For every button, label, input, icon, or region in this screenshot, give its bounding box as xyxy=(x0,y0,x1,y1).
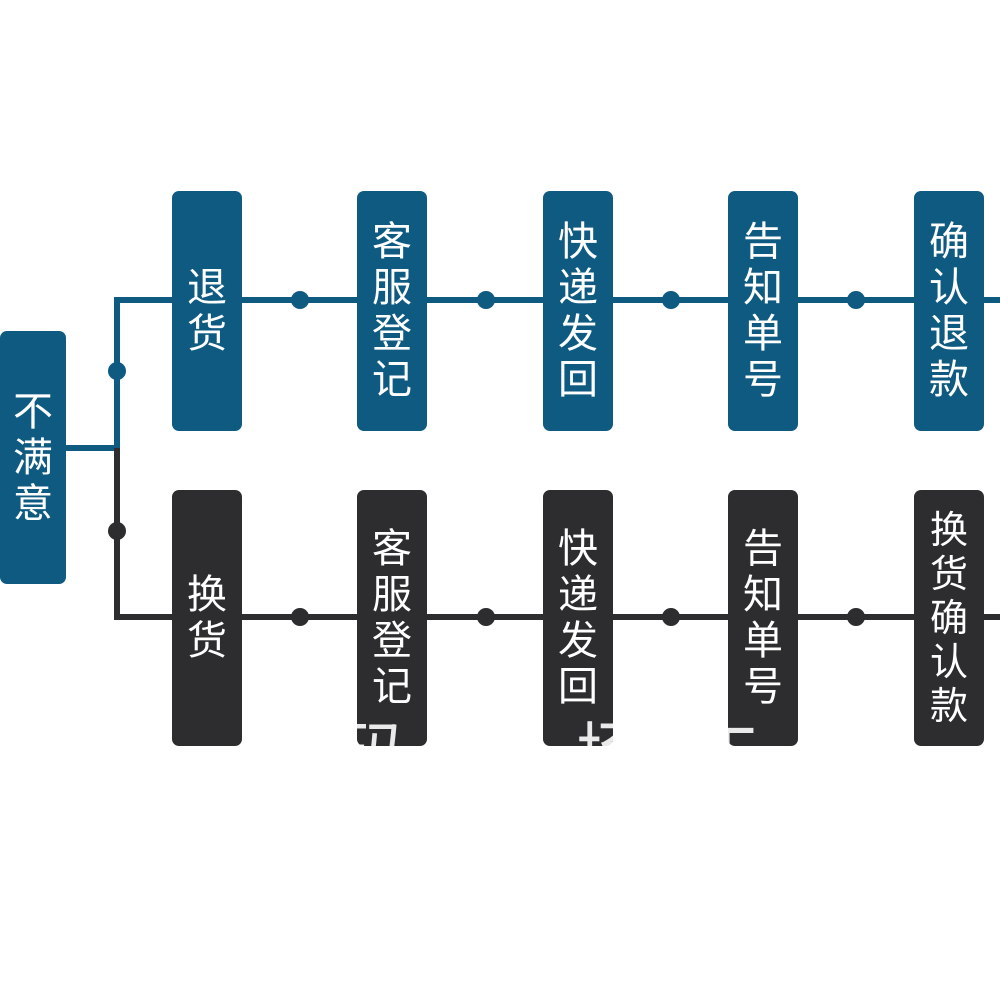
root-connector xyxy=(66,445,120,451)
exchange-step-3: 快递发回 xyxy=(543,490,613,746)
return-connector-dot-1 xyxy=(291,291,309,309)
return-step-5: 确认退款 xyxy=(914,191,984,431)
exchange-step-4: 告知单号 xyxy=(728,490,798,746)
return-step-1: 退货 xyxy=(172,191,242,431)
root-node-label: 不满意 xyxy=(13,388,53,527)
return-step-5-label: 确认退款 xyxy=(929,219,969,403)
exchange-step-5-label: 换货确认款 xyxy=(929,508,968,728)
return-connector-dot-3 xyxy=(662,291,680,309)
exchange-step-3-label: 快递发回 xyxy=(558,526,598,710)
return-step-2-label: 客服登记 xyxy=(372,219,412,403)
return-step-3: 快递发回 xyxy=(543,191,613,431)
exchange-step-5: 换货确认款 xyxy=(914,490,984,746)
return-step-4-label: 告知单号 xyxy=(743,219,783,403)
exchange-connector-dot-1 xyxy=(291,608,309,626)
return-step-4: 告知单号 xyxy=(728,191,798,431)
exchange-step-2: 客服登记 xyxy=(357,490,427,746)
exchange-connector-dot-3 xyxy=(662,608,680,626)
root-node: 不满意 xyxy=(0,331,66,584)
exchange-step-2-label: 客服登记 xyxy=(372,526,412,710)
return-connector-dot-4 xyxy=(847,291,865,309)
exchange-connector-dot-2 xyxy=(477,608,495,626)
trunk-dot-exchange xyxy=(108,522,126,540)
exchange-step-1: 换货 xyxy=(172,490,242,746)
return-connector-dot-2 xyxy=(477,291,495,309)
return-step-3-label: 快递发回 xyxy=(558,219,598,403)
exchange-connector-dot-4 xyxy=(847,608,865,626)
return-step-2: 客服登记 xyxy=(357,191,427,431)
exchange-step-4-label: 告知单号 xyxy=(743,526,783,710)
exchange-step-1-label: 换货 xyxy=(187,572,227,664)
return-step-1-label: 退货 xyxy=(187,265,227,357)
trunk-dot-return xyxy=(108,362,126,380)
